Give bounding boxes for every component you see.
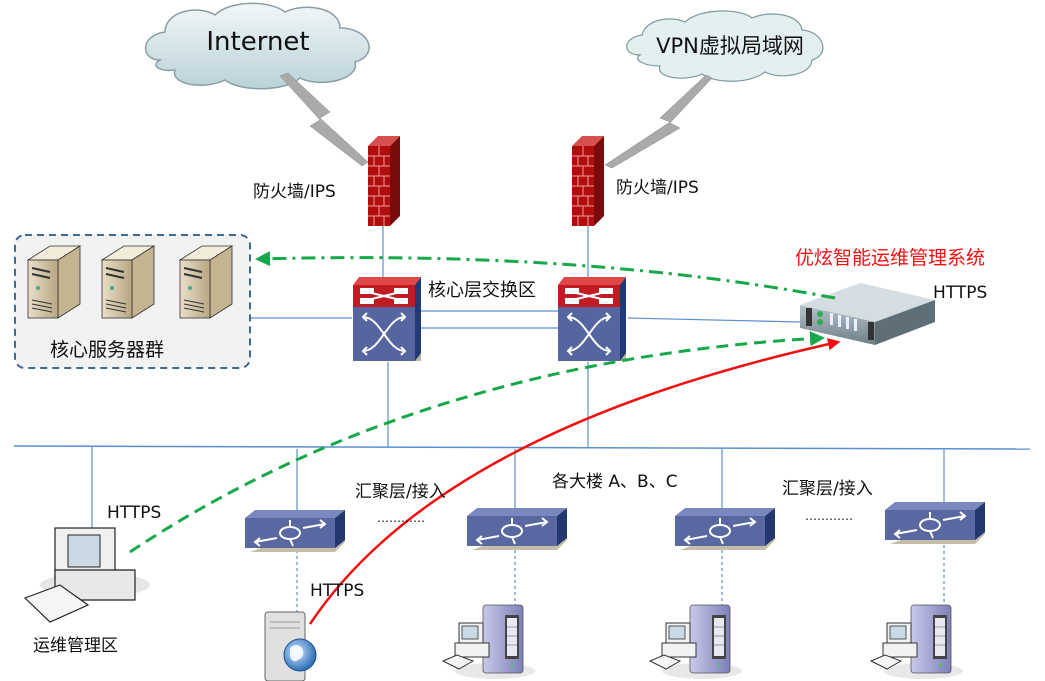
access-right-label: 汇聚层/接入 — [782, 479, 873, 499]
server-icon — [101, 245, 155, 319]
ops-pc-icon — [23, 527, 150, 623]
core-label: 核心层交换区 — [428, 280, 536, 301]
firewall-icon — [571, 135, 605, 227]
link-core2-mgmt — [627, 317, 801, 323]
access-left-label: 汇聚层/接入 — [355, 482, 446, 502]
vpn-label: VPN虚拟局域网 — [656, 34, 804, 58]
web-https-label: HTTPS — [310, 581, 364, 601]
access-left-dots: ………… — [377, 511, 425, 525]
lightning-icon — [279, 72, 369, 167]
workstation-icon — [870, 604, 964, 680]
firewall-icon — [367, 135, 401, 227]
server-group-label: 核心服务器群 — [50, 339, 164, 361]
workstation-icon — [649, 604, 743, 680]
firewall-right-label: 防火墙/IPS — [616, 178, 699, 198]
workstation-icon — [442, 604, 536, 680]
access-right-dots: ………… — [805, 509, 853, 523]
mgmt-system-title: 优炫智能运维管理系统 — [795, 247, 985, 269]
mgmt-https-label: HTTPS — [933, 283, 987, 303]
internet-cloud: Internet — [144, 2, 370, 90]
internet-label: Internet — [206, 27, 309, 57]
lightning-icon — [604, 74, 713, 169]
access-switch-icon — [244, 509, 346, 553]
core-switch-icon — [352, 276, 422, 362]
firewall-left-label: 防火墙/IPS — [253, 182, 336, 202]
flow-web-to-mgmt — [308, 338, 841, 625]
core-switch-icon — [557, 276, 627, 362]
web-server-icon — [264, 611, 317, 681]
server-icon — [27, 245, 81, 319]
access-switch-icon — [466, 507, 568, 551]
server-group: 核心服务器群 — [14, 234, 251, 369]
flow-mgmt-to-servers — [255, 251, 836, 300]
vpn-cloud: VPN虚拟局域网 — [626, 10, 824, 82]
server-icon — [179, 245, 233, 319]
buildings-label: 各大楼 A、B、C — [552, 472, 678, 492]
access-switch-icon — [884, 501, 986, 545]
mgmt-appliance-icon — [800, 283, 935, 345]
flow-ops-to-mgmt — [129, 331, 825, 554]
ops-https-label: HTTPS — [107, 503, 161, 523]
access-switch-icon — [674, 507, 776, 551]
ops-area-label: 运维管理区 — [33, 636, 118, 656]
